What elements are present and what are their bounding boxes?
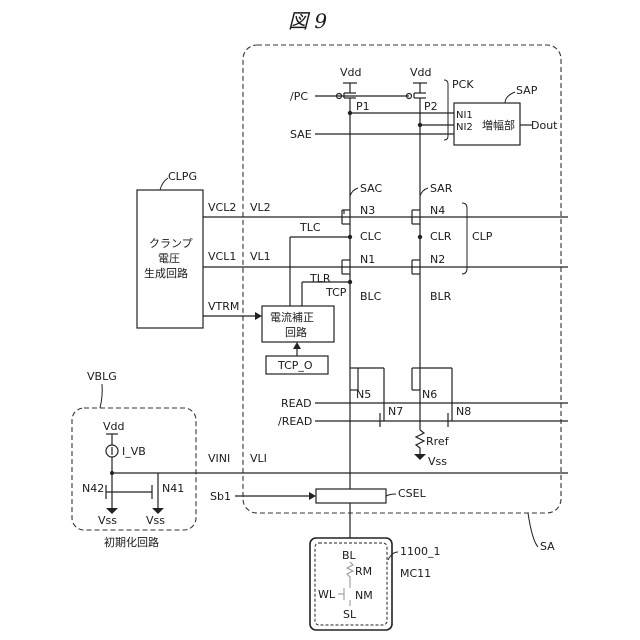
label-vl2: VL2: [250, 201, 271, 214]
pmos-p2: [407, 83, 428, 99]
label-ni2: NI2: [456, 122, 473, 133]
label-n7: N7: [388, 405, 403, 418]
label-clc: CLC: [360, 230, 382, 243]
nmos-n42: [106, 483, 128, 508]
rref-vss: [414, 454, 426, 460]
label-clamp3: 生成回路: [144, 266, 188, 280]
csel-leader: [386, 494, 396, 496]
label-tcp-o: TCP_O: [277, 359, 313, 372]
label-blc: BLC: [360, 290, 382, 303]
label-tcp: TCP: [325, 286, 347, 299]
label-vcl2: VCL2: [208, 201, 236, 214]
label-vdd-p2: Vdd: [410, 66, 432, 79]
label-ni1: NI1: [456, 110, 473, 121]
label-vss-n42: Vss: [98, 514, 117, 527]
label-amp: 増幅部: [482, 118, 515, 132]
label-clr: CLR: [430, 230, 452, 243]
node-tlr: [348, 280, 352, 284]
sap-leader: [505, 92, 515, 103]
label-clp: CLP: [472, 230, 493, 243]
label-mc-id: 1100_1: [400, 545, 441, 558]
label-blr: BLR: [430, 290, 452, 303]
nmos-n5: [350, 368, 358, 390]
label-n1: N1: [360, 253, 375, 266]
label-n4: N4: [430, 204, 445, 217]
label-n3: N3: [360, 204, 375, 217]
label-cur1: 電流補正: [270, 310, 314, 324]
label-p2: P2: [424, 100, 438, 113]
label-ivb: I_VB: [122, 445, 146, 458]
label-p1: P1: [356, 100, 370, 113]
label-sa: SA: [540, 540, 555, 553]
nmos-n41: [128, 473, 158, 508]
label-sl: SL: [343, 608, 357, 621]
label-vdd-ivb: Vdd: [103, 420, 125, 433]
label-n6: N6: [422, 388, 437, 401]
label-vli: VLI: [250, 452, 267, 465]
label-read-bar: /READ: [278, 415, 312, 428]
label-wl: WL: [318, 588, 336, 601]
label-vss-rref: Vss: [428, 455, 447, 468]
label-vss-n41: Vss: [146, 514, 165, 527]
label-csel: CSEL: [398, 487, 427, 500]
sar-leader: [420, 188, 428, 196]
label-n5: N5: [356, 388, 371, 401]
label-rref: Rref: [426, 435, 450, 448]
label-clamp1: クランプ: [149, 237, 193, 250]
label-n41: N41: [162, 482, 184, 495]
label-vcl1: VCL1: [208, 250, 236, 263]
csel-box: [316, 489, 386, 503]
rref-resistor: [416, 430, 424, 454]
label-cur2: 回路: [285, 326, 307, 339]
vblg-leader: [100, 384, 102, 408]
tcp-o-arrow: [293, 342, 301, 349]
label-nm: NM: [355, 589, 373, 602]
label-vini: VINI: [208, 452, 230, 465]
node-ni1: [348, 111, 352, 115]
label-sb1: Sb1: [210, 490, 231, 503]
label-vtrm: VTRM: [208, 300, 239, 313]
label-sap: SAP: [516, 84, 538, 97]
label-n42: N42: [82, 482, 104, 495]
vtrm-arrow: [255, 312, 262, 320]
label-n2: N2: [430, 253, 445, 266]
label-pck: PCK: [452, 78, 474, 91]
label-rm: RM: [355, 565, 372, 578]
label-init: 初期化回路: [104, 535, 159, 549]
label-vl1: VL1: [250, 250, 271, 263]
label-vblg: VBLG: [87, 370, 117, 383]
label-tlr: TLR: [309, 272, 331, 285]
label-pc-bar: /PC: [290, 90, 308, 103]
label-clpg: CLPG: [168, 170, 197, 183]
label-tlc: TLC: [299, 221, 321, 234]
vblg-boundary: [72, 408, 196, 530]
figure-title: 図 9: [288, 9, 327, 33]
node-ni2: [418, 123, 422, 127]
clp-brace: [462, 203, 467, 274]
node-vini: [110, 471, 114, 475]
label-sac: SAC: [360, 182, 383, 195]
label-clamp2: 電圧: [158, 252, 180, 265]
label-n8: N8: [456, 405, 471, 418]
sa-leader: [528, 513, 538, 547]
nmos-n6: [412, 368, 420, 390]
label-vdd-p1: Vdd: [340, 66, 362, 79]
label-mc11: MC11: [400, 567, 431, 580]
label-dout: Dout: [531, 119, 558, 132]
sac-leader: [350, 188, 358, 196]
label-sae: SAE: [290, 128, 312, 141]
label-sar: SAR: [430, 182, 453, 195]
pck-brace: [444, 80, 448, 140]
node-clr: [418, 235, 422, 239]
sb1-arrow: [309, 492, 316, 500]
label-bl: BL: [342, 549, 357, 562]
label-read: READ: [281, 397, 312, 410]
clpg-leader: [160, 178, 168, 190]
